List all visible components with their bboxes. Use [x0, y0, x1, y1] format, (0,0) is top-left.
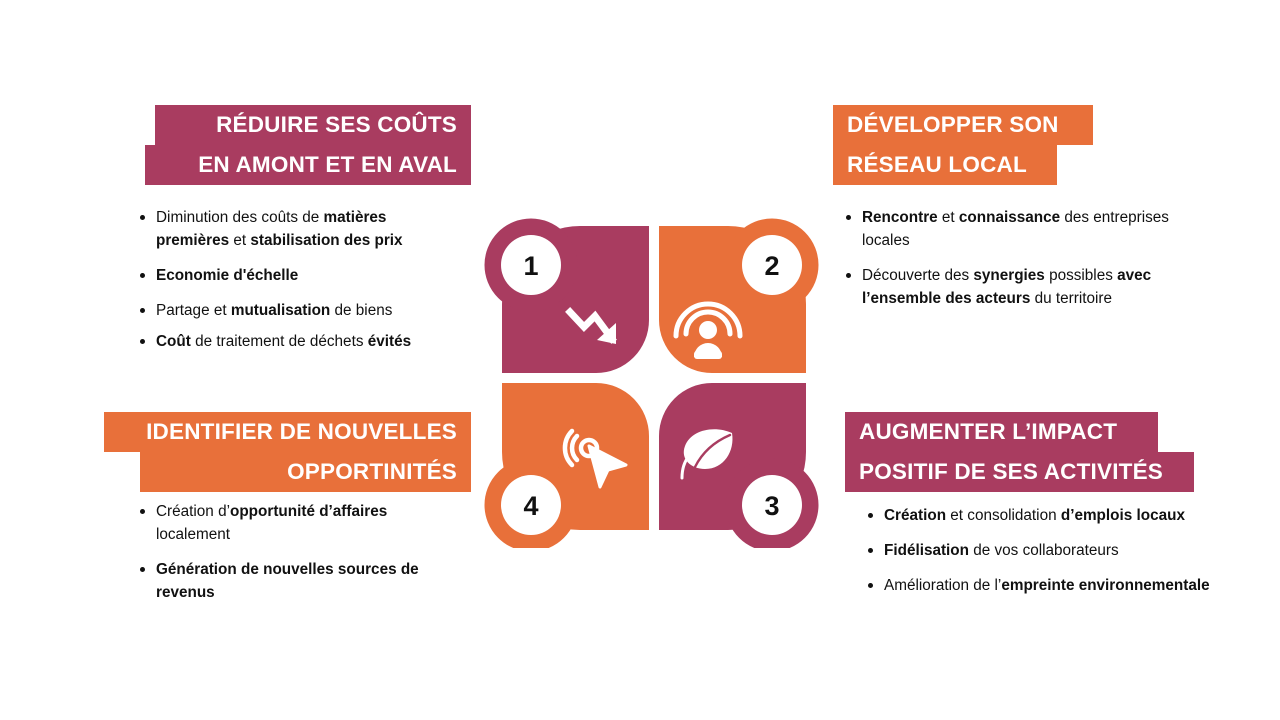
petal-1-number-ring[interactable] — [484, 218, 578, 312]
trending-down-arrow-head-icon — [597, 323, 616, 344]
list-item: Diminution des coûts de matières premièr… — [134, 206, 442, 252]
petal-4-number-ring[interactable] — [484, 458, 578, 548]
heading-4-line-2: POSITIF DE SES ACTIVITÉS — [845, 452, 1194, 492]
list-item: Fidélisation de vos collaborateurs — [862, 539, 1210, 562]
heading-3-line-2: OPPORTINITÉS — [140, 452, 471, 492]
petal-4-number: 4 — [523, 491, 538, 521]
list-item: Découverte des synergies possibles avec … — [840, 264, 1175, 310]
petal-2-number-ring[interactable] — [725, 218, 819, 312]
heading-augmenter-limpact-positif: AUGMENTER L’IMPACT POSITIF DE SES ACTIVI… — [845, 412, 1194, 492]
heading-4-line-1: AUGMENTER L’IMPACT — [845, 412, 1158, 452]
bullet-list-augmenter-impact: Création et consolidation d’emplois loca… — [862, 504, 1210, 609]
click-cursor-icon — [562, 428, 628, 489]
list-item: Partage et mutualisation de biens — [134, 299, 442, 322]
heading-2-line-1: DÉVELOPPER SON — [833, 105, 1093, 145]
heading-2-line-2: RÉSEAU LOCAL — [833, 145, 1057, 185]
bullet-list-developper-son-reseau: Rencontre et connaissance des entreprise… — [840, 206, 1175, 310]
petal-4-number-disc — [501, 475, 561, 535]
list-item: Coût de traitement de déchets évités — [134, 330, 442, 353]
petal-3-number-disc — [742, 475, 802, 535]
petal-2-number: 2 — [764, 251, 779, 281]
list-item: Amélioration de l’empreinte environnemen… — [862, 574, 1210, 597]
heading-3-line-1: IDENTIFIER DE NOUVELLES — [104, 412, 471, 452]
list-item: Génération de nouvelles sources de reven… — [134, 558, 444, 604]
list-item: Création d’opportunité d’affaires locale… — [134, 500, 444, 546]
bullet-list-identifier-opportinites: Création d’opportunité d’affaires locale… — [134, 500, 444, 604]
leaf-icon — [680, 429, 733, 480]
petal-1-number: 1 — [523, 251, 538, 281]
bullet-list-reduire-ses-couts: Diminution des coûts de matières premièr… — [134, 206, 442, 353]
petal-2-number-disc — [742, 235, 802, 295]
petal-3-number-ring[interactable] — [725, 458, 819, 548]
petal-1-number-disc — [501, 235, 561, 295]
heading-1-line-1: RÉDUIRE SES COÛTS — [155, 105, 471, 145]
broadcast-person-icon — [673, 301, 743, 359]
trending-down-arrow-icon — [565, 307, 617, 344]
list-item: Rencontre et connaissance des entreprise… — [840, 206, 1175, 252]
list-item: Economie d'échelle — [134, 264, 442, 287]
heading-identifier-de-nouvelles-opportinites: IDENTIFIER DE NOUVELLES OPPORTINITÉS — [104, 412, 471, 492]
petal-diagram: 1 2 4 3 — [484, 208, 824, 548]
heading-developper-son-reseau-local: DÉVELOPPER SON RÉSEAU LOCAL — [833, 105, 1093, 185]
list-item: Création et consolidation d’emplois loca… — [862, 504, 1210, 527]
petal-3-number: 3 — [764, 491, 779, 521]
heading-reduire-ses-couts: RÉDUIRE SES COÛTS EN AMONT ET EN AVAL — [145, 105, 471, 185]
heading-1-line-2: EN AMONT ET EN AVAL — [145, 145, 471, 185]
